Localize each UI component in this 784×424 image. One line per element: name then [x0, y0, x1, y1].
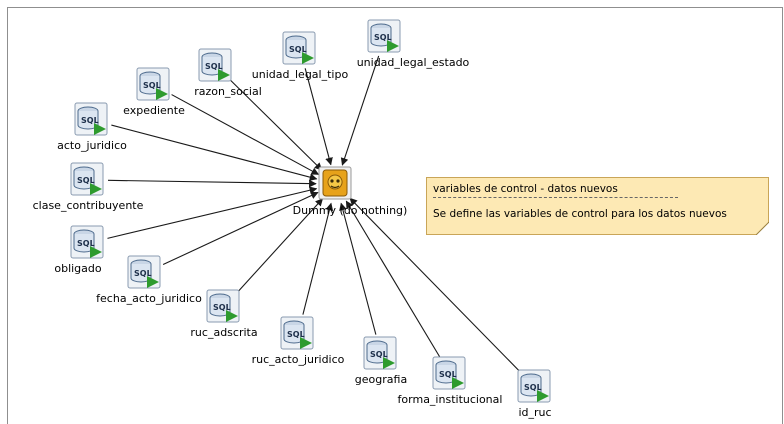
sql-table-input-icon: SQL	[280, 316, 314, 350]
step-label: ruc_acto_juridico	[251, 353, 345, 366]
svg-text:SQL: SQL	[205, 62, 223, 71]
svg-text:SQL: SQL	[370, 350, 388, 359]
note-body: Se define las variables de control para …	[433, 208, 727, 220]
step-label: obligado	[54, 262, 102, 275]
dummy-step-icon	[318, 166, 352, 200]
sql-table-input-icon: SQL	[198, 48, 232, 82]
svg-text:SQL: SQL	[77, 176, 95, 185]
step-label: ruc_adscrita	[190, 326, 258, 339]
hop-razon-social[interactable]	[229, 79, 323, 171]
note-title: variables de control - datos nuevos	[433, 183, 618, 195]
svg-text:SQL: SQL	[374, 33, 392, 42]
svg-text:SQL: SQL	[439, 370, 457, 379]
sql-table-input-icon: SQL	[70, 225, 104, 259]
step-label: fecha_acto_juridico	[96, 292, 202, 305]
dummy-step-label: Dummy (do nothing)	[292, 204, 408, 217]
hop-acto-juridico[interactable]	[111, 124, 318, 181]
sql-table-input-icon: SQL	[136, 67, 170, 101]
hop-fecha-acto-juridico[interactable]	[162, 191, 319, 266]
svg-text:SQL: SQL	[289, 45, 307, 54]
step-label: geografia	[354, 373, 408, 386]
hop-ruc-acto-juridico[interactable]	[302, 202, 334, 315]
hop-clase-contribuyente[interactable]	[107, 179, 317, 188]
hop-geografia[interactable]	[339, 202, 377, 335]
hop-unidad-legal-estado[interactable]	[340, 55, 380, 166]
svg-text:SQL: SQL	[287, 330, 305, 339]
step-label: unidad_legal_estado	[356, 56, 470, 69]
note-corner-fold-icon	[756, 222, 769, 235]
svg-text:SQL: SQL	[213, 303, 231, 312]
note-separator	[433, 197, 678, 198]
hop-ruc-adscrita[interactable]	[237, 198, 324, 293]
sql-table-input-icon: SQL	[367, 19, 401, 53]
step-label: id_ruc	[518, 406, 552, 419]
step-label: razon_social	[194, 85, 262, 98]
step-label: expediente	[123, 104, 185, 117]
sql-table-input-icon: SQL	[70, 162, 104, 196]
sql-table-input-icon: SQL	[74, 102, 108, 136]
hop-unidad-legal-tipo[interactable]	[304, 68, 333, 166]
step-label: forma_institucional	[397, 393, 503, 406]
hop-id-ruc[interactable]	[349, 197, 522, 374]
hop-expediente[interactable]	[171, 94, 320, 175]
svg-text:SQL: SQL	[77, 239, 95, 248]
svg-text:SQL: SQL	[524, 383, 542, 392]
sql-table-input-icon: SQL	[206, 289, 240, 323]
hop-obligado[interactable]	[107, 186, 318, 239]
svg-text:SQL: SQL	[134, 269, 152, 278]
step-label: acto_juridico	[57, 139, 127, 152]
step-label: clase_contribuyente	[32, 199, 144, 212]
svg-text:SQL: SQL	[81, 116, 99, 125]
step-label: unidad_legal_tipo	[251, 68, 349, 81]
svg-text:SQL: SQL	[143, 81, 161, 90]
sql-table-input-icon: SQL	[432, 356, 466, 390]
sql-table-input-icon: SQL	[517, 369, 551, 403]
sql-table-input-icon: SQL	[363, 336, 397, 370]
sql-table-input-icon: SQL	[282, 31, 316, 65]
hop-forma-institucional[interactable]	[345, 200, 441, 358]
note-box[interactable]: variables de control - datos nuevos Se d…	[426, 177, 769, 235]
sql-table-input-icon: SQL	[127, 255, 161, 289]
